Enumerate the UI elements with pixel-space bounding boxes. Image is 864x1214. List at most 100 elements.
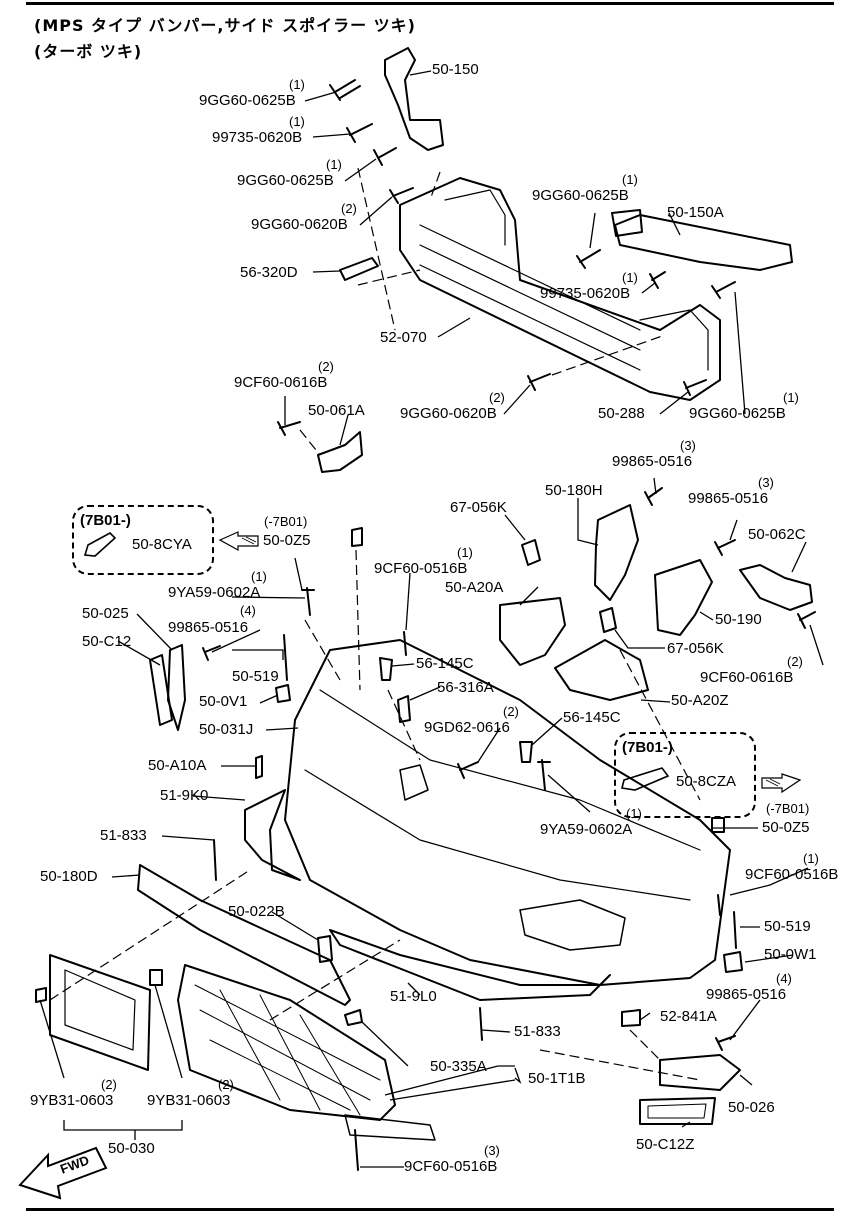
bolt-9ya59-right — [537, 759, 551, 791]
callout-c18-part: 67-056K — [450, 499, 507, 516]
callout-c51-part: 99865-0516 — [706, 986, 787, 1003]
frame-top-rule — [26, 2, 834, 5]
bolt-9cf60-0616b — [277, 421, 301, 436]
callout-c54-part: 51-833 — [514, 1023, 561, 1040]
bolt-9gg60-0620b — [389, 187, 414, 204]
bolt-9gg60-b — [373, 147, 397, 166]
callout-c24-part: 50-A20A — [445, 579, 504, 596]
callout-c10-part: 99735-0620B — [540, 285, 631, 302]
callout-c40-part: 50-A10A — [148, 757, 207, 774]
callout-c62-part: 9CF60-0516B — [404, 1158, 498, 1175]
callout-c2-qty: (1) — [289, 77, 305, 92]
clip-9yb31-right — [149, 969, 163, 986]
callout-c11-part: 9CF60-0616B — [234, 374, 328, 391]
callout-c43-part: 9YA59-0602A — [540, 821, 633, 838]
callout-c8-qty: (1) — [622, 172, 638, 187]
callout-c45-part: 51-833 — [100, 827, 147, 844]
callout-c33-qty: (2) — [787, 654, 803, 669]
callout-c3-part: 99735-0620B — [212, 129, 303, 146]
clip-50-a10a — [255, 755, 263, 779]
post-50-519-right — [733, 911, 737, 949]
part-51-9k0 — [244, 789, 301, 881]
callout-c32-part: 56-145C — [416, 655, 474, 672]
clip-67-056k-b — [599, 607, 617, 633]
callout-c50-part: 50-0W1 — [764, 946, 817, 963]
bolt-50-0v1 — [275, 684, 291, 703]
callout-c23-qty: (1) — [457, 545, 473, 560]
part-50-150a-bracket — [614, 214, 793, 271]
callout-c19-qty: (3) — [758, 475, 774, 490]
callout-c36-part: 50-A20Z — [671, 692, 729, 709]
part-50-a20a — [499, 597, 566, 666]
callout-c34-part: 56-316A — [437, 679, 494, 696]
callout-c20-part: 50-062C — [748, 526, 806, 543]
part-52-070-beam — [399, 177, 721, 401]
diagram-title-line2: (ターボ ツキ) — [34, 42, 143, 61]
variant-box-right-title: (7B01-) — [622, 739, 673, 756]
bolt-9gg60-a — [329, 79, 361, 101]
callout-c1-part: 50-150 — [432, 61, 479, 78]
clip-56-145c-left — [379, 657, 393, 681]
callout-c5-qty: (2) — [341, 201, 357, 216]
bolt-9gg60-e — [527, 373, 551, 391]
fwd-arrow-icon — [18, 1146, 108, 1200]
callout-c47-part: 50-180D — [40, 868, 98, 885]
clip-50-0w1 — [723, 951, 743, 973]
callout-c4-part: 9GG60-0625B — [237, 172, 334, 189]
callout-c37-part: 50-031J — [199, 721, 254, 738]
callout-c33-part: 9CF60-0616B — [700, 669, 794, 686]
variant-box-left-title: (7B01-) — [80, 512, 131, 529]
clip-50-0z5-right — [711, 817, 725, 833]
clip-50-0z5-left — [351, 527, 363, 547]
part-50-061a — [317, 431, 363, 473]
part-50-031j-bumper — [284, 639, 731, 986]
part-50-150-bracket — [384, 47, 444, 151]
bolt-99735-b — [649, 271, 666, 289]
callout-c17-part: 50-180H — [545, 482, 603, 499]
callout-c57-qty: (2) — [101, 1077, 117, 1092]
bolt-9ya59-left — [301, 587, 315, 616]
clip-56-320d — [339, 257, 379, 281]
callout-c46-part: 9CF60-0516B — [745, 866, 839, 883]
post-50-519-left — [283, 634, 288, 681]
callout-c46-qty: (1) — [803, 851, 819, 866]
callout-c21-part: 50-8CYA — [132, 536, 192, 553]
clip-56-145c-right — [519, 741, 533, 763]
callout-c58-qty: (2) — [218, 1077, 234, 1092]
callout-c44-qty: (-7B01) — [766, 801, 810, 816]
direction-arrow-right-box — [761, 773, 802, 794]
callout-c6-part: 56-320D — [240, 264, 298, 281]
callout-c57-part: 9YB31-0603 — [30, 1092, 114, 1109]
part-50-180d — [137, 864, 351, 1006]
callout-c26-part: 9YA59-0602A — [168, 584, 261, 601]
part-50-025 — [167, 644, 186, 731]
part-50-062c — [739, 564, 813, 611]
bolt-99735 — [346, 123, 373, 143]
callout-c56-part: 50-1T1B — [528, 1070, 586, 1087]
clip-50-022b — [317, 935, 333, 963]
callout-c8-part: 9GG60-0625B — [532, 187, 629, 204]
callout-c27-part: 50-025 — [82, 605, 129, 622]
part-50-a20z — [554, 639, 649, 701]
clip-9yb31-left — [35, 987, 47, 1003]
callout-c43-qty: (1) — [626, 806, 642, 821]
callout-c11-qty: (2) — [318, 359, 334, 374]
callout-c25-part: 50-190 — [715, 611, 762, 628]
callout-c38-qty: (2) — [503, 704, 519, 719]
callout-c49-part: 50-519 — [764, 918, 811, 935]
callout-c53-part: 52-841A — [660, 1008, 717, 1025]
bolt-99865-a — [644, 487, 663, 506]
callout-c13-qty: (2) — [489, 390, 505, 405]
post-51-833-left — [213, 839, 217, 881]
frame-bottom-rule — [26, 1208, 834, 1211]
callout-c58-part: 9YB31-0603 — [147, 1092, 231, 1109]
callout-c22-part: 50-0Z5 — [263, 532, 311, 549]
clip-50-335a — [344, 1009, 363, 1026]
bolt-9cf60-0516b-right — [717, 894, 721, 916]
callout-c16-qty: (3) — [680, 438, 696, 453]
callout-c38-part: 9GD62-0616 — [424, 719, 510, 736]
callout-c62-qty: (3) — [484, 1143, 500, 1158]
diagram-title-line1: (MPS タイプ バンパー,サイド スポイラー ツキ) — [34, 16, 416, 35]
bolt-99865-left — [202, 645, 221, 661]
callout-c10-qty: (1) — [622, 270, 638, 285]
